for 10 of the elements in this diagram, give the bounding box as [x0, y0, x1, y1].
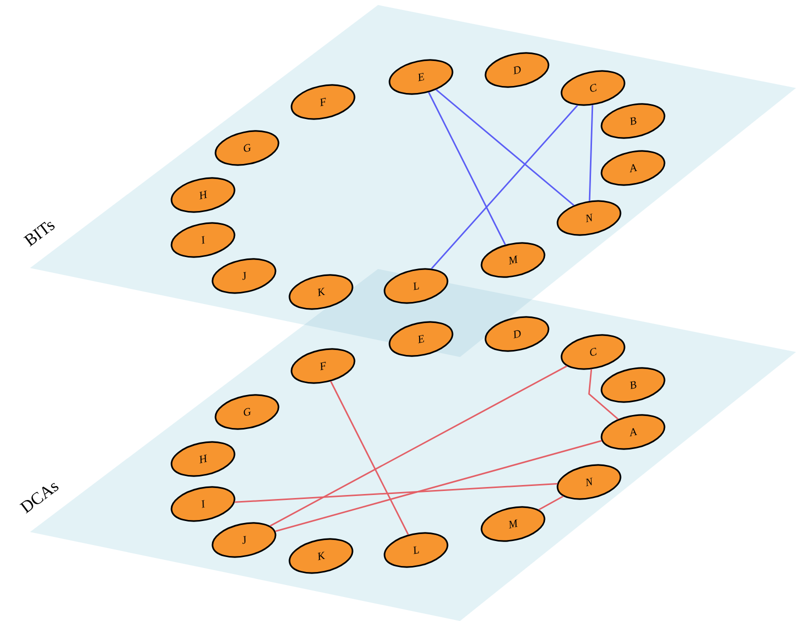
- connector-line: [275, 440, 602, 532]
- connector-line: [436, 89, 574, 206]
- connector-line: [330, 381, 409, 535]
- connector-line: [588, 105, 594, 201]
- connector-line: [428, 92, 506, 245]
- connector-line: [270, 365, 568, 527]
- connector-line: [430, 104, 578, 270]
- connector-line: [538, 496, 564, 510]
- connector-line: [588, 369, 619, 420]
- connector-line: [234, 483, 558, 503]
